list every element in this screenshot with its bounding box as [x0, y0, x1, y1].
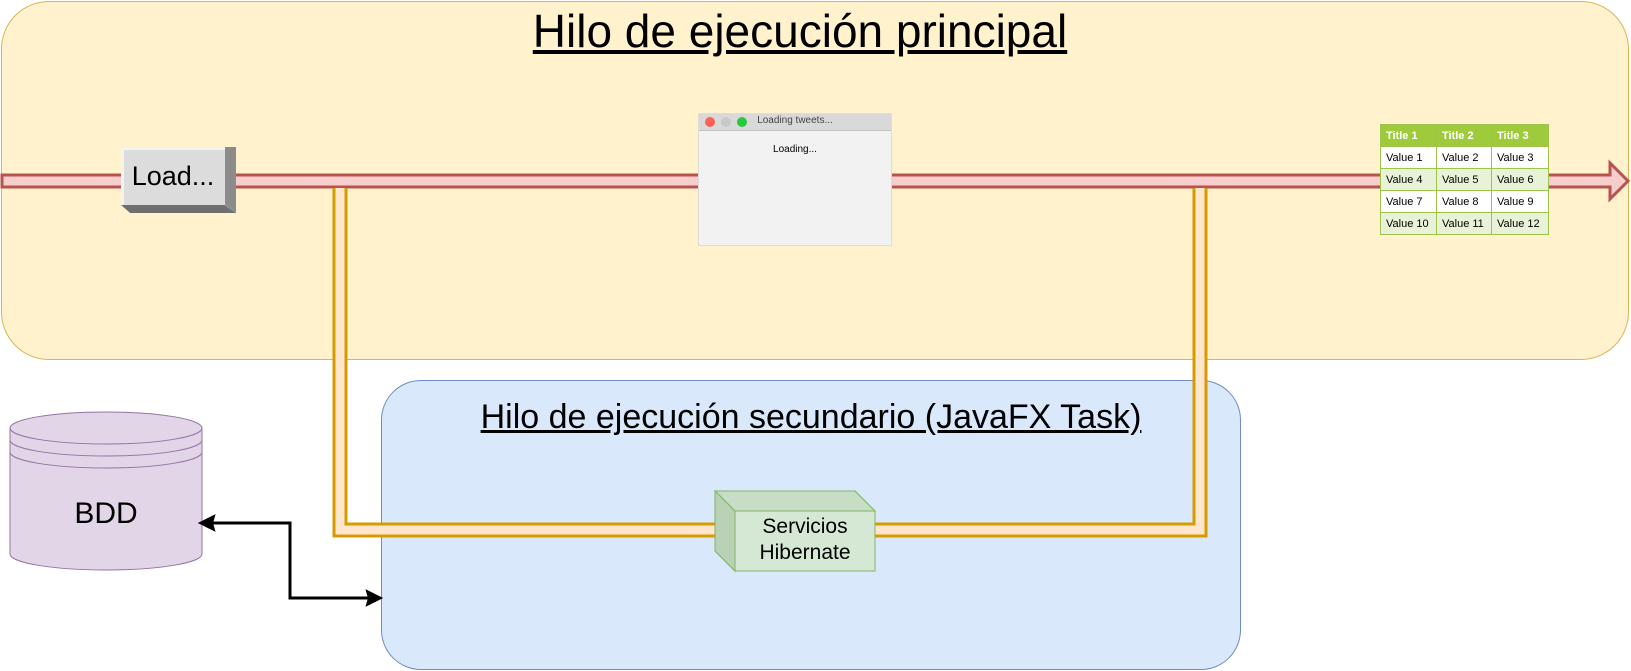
table-header-cell: Title 2 [1436, 124, 1492, 147]
service-cube [713, 489, 877, 573]
table-cell: Value 6 [1491, 168, 1549, 191]
table-header-cell: Title 1 [1380, 124, 1437, 147]
table-cell: Value 4 [1380, 168, 1437, 191]
minimize-window-icon[interactable] [721, 117, 731, 127]
database-cylinder [9, 411, 203, 571]
table-cell: Value 3 [1491, 146, 1549, 169]
maximize-window-icon[interactable] [737, 117, 747, 127]
table-cell: Value 5 [1436, 168, 1492, 191]
dialog-title: Loading tweets... [757, 115, 833, 126]
table-cell: Value 11 [1436, 212, 1492, 235]
loading-dialog: Loading tweets... Loading... [698, 113, 892, 246]
dialog-loading-text: Loading... [773, 144, 817, 155]
table-cell: Value 9 [1491, 190, 1549, 213]
db-connector-line [212, 521, 369, 600]
table-cell: Value 1 [1380, 146, 1437, 169]
service-label: Servicios Hibernate [734, 514, 876, 566]
table-row: Value 4 Value 5 Value 6 [1380, 168, 1549, 191]
table-header-row: Title 1 Title 2 Title 3 [1380, 124, 1549, 147]
service-label-line1: Servicios [762, 515, 848, 538]
db-connector-arrowhead-left [197, 514, 216, 532]
table-header-cell: Title 3 [1491, 124, 1549, 147]
service-label-line2: Hibernate [759, 541, 851, 564]
table-cell: Value 12 [1491, 212, 1549, 235]
table-row: Value 7 Value 8 Value 9 [1380, 190, 1549, 213]
table-row: Value 1 Value 2 Value 3 [1380, 146, 1549, 169]
load-button-label: Load... [131, 161, 215, 191]
dialog-titlebar: Loading tweets... [699, 114, 891, 131]
table-row: Value 10 Value 11 Value 12 [1380, 212, 1549, 235]
table-cell: Value 7 [1380, 190, 1437, 213]
db-connector-arrowhead-right [365, 589, 384, 607]
table-cell: Value 2 [1436, 146, 1492, 169]
load-button[interactable]: Load... [121, 147, 236, 213]
secondary-thread-title: Hilo de ejecución secundario (JavaFX Tas… [480, 398, 1142, 436]
table-cell: Value 10 [1380, 212, 1437, 235]
result-table: Title 1 Title 2 Title 3 Value 1 Value 2 … [1380, 124, 1549, 235]
database-label: BDD [74, 497, 138, 530]
main-thread-title: Hilo de ejecución principal [532, 5, 1068, 57]
close-window-icon[interactable] [705, 117, 715, 127]
table-cell: Value 8 [1436, 190, 1492, 213]
